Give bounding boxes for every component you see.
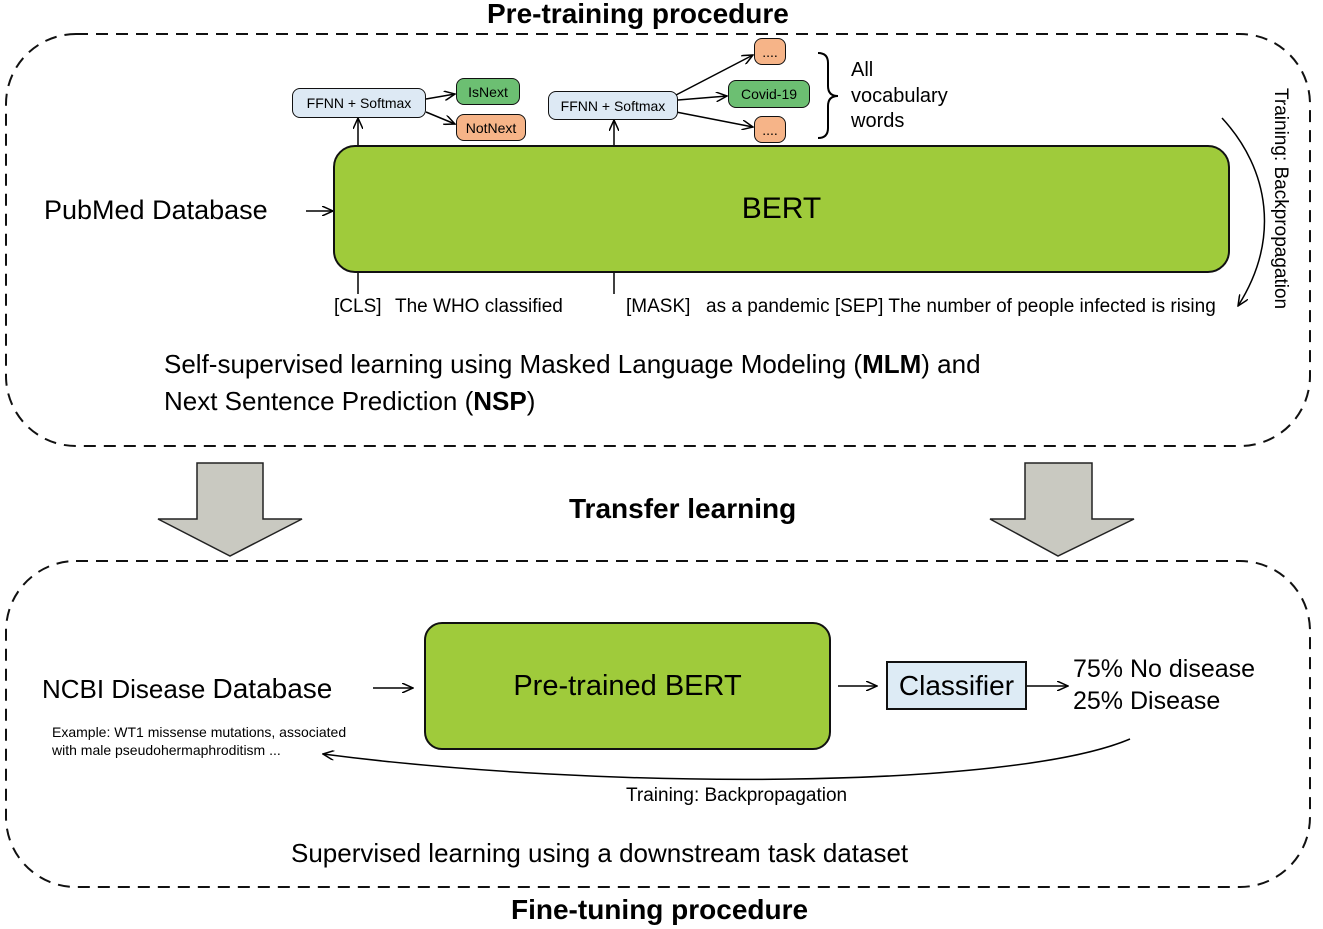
isnext-label: IsNext: [468, 83, 508, 100]
pretraining-backprop-label: Training: Backpropagation: [1270, 88, 1291, 310]
transfer-title: Transfer learning: [569, 493, 797, 524]
token-cls: [CLS]: [334, 296, 382, 317]
desc-text: ): [526, 386, 536, 416]
mlm-abbrev: MLM: [862, 349, 922, 379]
ncbi-label-part2: Database: [212, 673, 333, 704]
vocab-dots-top: ....: [754, 38, 786, 65]
vocabulary-brace: [817, 52, 839, 139]
classifier: Classifier: [886, 661, 1027, 710]
notnext-output: NotNext: [456, 114, 526, 141]
desc-text: ) and: [921, 349, 981, 379]
transfer-arrow-left: [157, 462, 303, 557]
pretraining-description-line2: Next Sentence Prediction (NSP): [164, 388, 535, 414]
ncbi-label: NCBI Disease Database: [42, 675, 332, 703]
pretrained-bert-model: Pre-trained BERT: [424, 622, 831, 750]
mlm-head-label: FFNN + Softmax: [560, 97, 666, 114]
finetuning-title: Fine-tuning procedure: [511, 894, 809, 925]
notnext-label: NotNext: [465, 119, 517, 136]
finetuning-backprop-arrow: [323, 738, 1131, 781]
pubmed-label: PubMed Database: [44, 195, 268, 225]
desc-text: Next Sentence Prediction (: [164, 386, 474, 416]
desc-text: Self-supervised learning using Masked La…: [164, 349, 863, 379]
finetuning-description: Supervised learning using a downstream t…: [291, 838, 909, 868]
ncbi-label-part1: NCBI Disease: [42, 674, 206, 704]
covid-output: Covid-19: [728, 80, 810, 108]
nsp-to-notnext: [425, 111, 455, 124]
vocab-dots-top-label: ....: [762, 43, 778, 60]
finetuning-backprop-label: Training: Backpropagation: [626, 785, 848, 806]
pretrained-bert-label: Pre-trained BERT: [513, 669, 742, 702]
classifier-label: Classifier: [898, 669, 1015, 701]
example-line1: Example: WT1 missense mutations, associa…: [52, 724, 347, 740]
pretraining-backprop-arrow: [1221, 117, 1266, 306]
nsp-abbrev: NSP: [473, 386, 527, 416]
mlm-to-dots-bottom: [675, 111, 753, 127]
pretraining-title: Pre-training procedure: [487, 0, 789, 29]
mlm-to-dots-top: [675, 55, 753, 96]
mlm-to-covid: [677, 96, 727, 100]
bert-model-label: BERT: [741, 192, 822, 225]
token-rest: as a pandemic [SEP] The number of people…: [706, 296, 1216, 317]
example-line2: with male pseudohermaphroditism ...: [52, 742, 281, 758]
transfer-arrow-right: [989, 462, 1135, 557]
nsp-head: FFNN + Softmax: [292, 88, 426, 118]
vocabulary-label-line: vocabulary: [851, 84, 948, 107]
vocab-dots-bottom: ....: [754, 116, 786, 143]
covid-label: Covid-19: [740, 86, 798, 102]
vocabulary-label-line: All: [851, 59, 874, 81]
nsp-head-label: FFNN + Softmax: [306, 95, 412, 111]
mlm-head: FFNN + Softmax: [548, 91, 678, 120]
output-disease: 25% Disease: [1073, 687, 1221, 715]
pretraining-frame: [5, 33, 1311, 447]
output-no-disease: 75% No disease: [1073, 655, 1256, 683]
token-mask: [MASK]: [626, 296, 691, 317]
isnext-output: IsNext: [456, 78, 520, 105]
finetuning-frame: [5, 560, 1311, 888]
vocabulary-label: All vocabulary words: [851, 58, 948, 135]
pretraining-description-line1: Self-supervised learning using Masked La…: [164, 351, 981, 377]
token-first-sentence: The WHO classified: [395, 296, 563, 317]
nsp-to-isnext: [425, 94, 455, 99]
vocabulary-label-line: words: [851, 110, 905, 132]
bert-model: BERT: [333, 145, 1230, 273]
vocab-dots-bottom-label: ....: [762, 121, 778, 138]
